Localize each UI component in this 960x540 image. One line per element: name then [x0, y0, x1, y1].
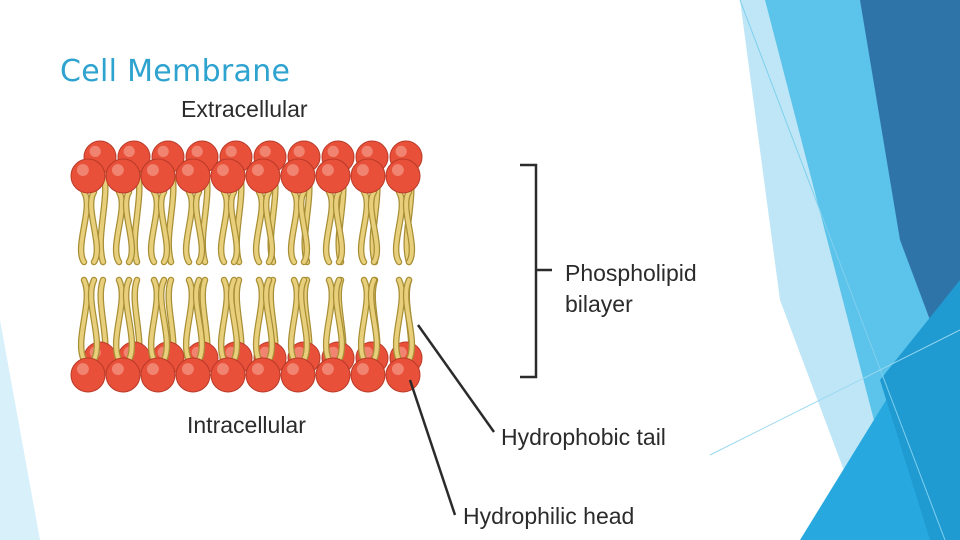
- back-upper-head-highlight: [90, 146, 101, 157]
- back-upper-head-highlight: [396, 146, 407, 157]
- front-upper-head-highlight: [287, 164, 299, 176]
- front-lower-head: [316, 358, 350, 392]
- front-lower-head-highlight: [287, 363, 299, 375]
- back-upper-head-highlight: [328, 146, 339, 157]
- front-lower-head: [246, 358, 280, 392]
- back-upper-head-highlight: [124, 146, 135, 157]
- bilayer-label-line2: bilayer: [565, 291, 633, 317]
- back-upper-head-highlight: [260, 146, 271, 157]
- phospholipid-bilayer-illustration: [71, 141, 422, 392]
- front-upper-head: [351, 159, 385, 193]
- bilayer-label-line1: Phospholipid: [565, 260, 697, 286]
- tail-pointer-line: [418, 325, 494, 432]
- front-lower-head: [351, 358, 385, 392]
- front-lower-head: [281, 358, 315, 392]
- front-lower-head-highlight: [77, 363, 89, 375]
- back-upper-head-highlight: [294, 146, 305, 157]
- front-upper-head: [211, 159, 245, 193]
- back-upper-head-highlight: [192, 146, 203, 157]
- front-lower-head-highlight: [182, 363, 194, 375]
- front-upper-head: [71, 159, 105, 193]
- front-upper-head-highlight: [182, 164, 194, 176]
- front-lower-head-highlight: [217, 363, 229, 375]
- hydrophilic-head-label: Hydrophilic head: [463, 503, 634, 529]
- front-lower-head: [106, 358, 140, 392]
- front-upper-head: [176, 159, 210, 193]
- extracellular-label: Extracellular: [181, 96, 308, 122]
- front-upper-head: [106, 159, 140, 193]
- front-lower-head-highlight: [252, 363, 264, 375]
- front-lower-head-highlight: [322, 363, 334, 375]
- front-lower-head-highlight: [112, 363, 124, 375]
- front-upper-head-highlight: [392, 164, 404, 176]
- front-lower-head-highlight: [392, 363, 404, 375]
- front-upper-head-highlight: [322, 164, 334, 176]
- back-upper-head-highlight: [158, 146, 169, 157]
- front-upper-head-highlight: [112, 164, 124, 176]
- front-lower-head: [386, 358, 420, 392]
- front-upper-head: [316, 159, 350, 193]
- back-upper-head-highlight: [226, 146, 237, 157]
- front-upper-head-highlight: [252, 164, 264, 176]
- front-lower-head: [71, 358, 105, 392]
- front-lower-head-highlight: [147, 363, 159, 375]
- hydrophobic-tail-label: Hydrophobic tail: [501, 424, 666, 450]
- intracellular-label: Intracellular: [187, 412, 306, 438]
- front-upper-head: [141, 159, 175, 193]
- front-lower-head: [141, 358, 175, 392]
- front-upper-head: [246, 159, 280, 193]
- front-lower-head-highlight: [357, 363, 369, 375]
- back-upper-head-highlight: [362, 146, 373, 157]
- front-upper-head-highlight: [217, 164, 229, 176]
- front-upper-head: [281, 159, 315, 193]
- front-upper-head: [386, 159, 420, 193]
- front-lower-head: [176, 358, 210, 392]
- front-upper-head-highlight: [77, 164, 89, 176]
- bilayer-bracket: [520, 165, 536, 377]
- front-lower-head: [211, 358, 245, 392]
- front-upper-head-highlight: [357, 164, 369, 176]
- head-pointer-line: [410, 380, 455, 515]
- front-upper-head-highlight: [147, 164, 159, 176]
